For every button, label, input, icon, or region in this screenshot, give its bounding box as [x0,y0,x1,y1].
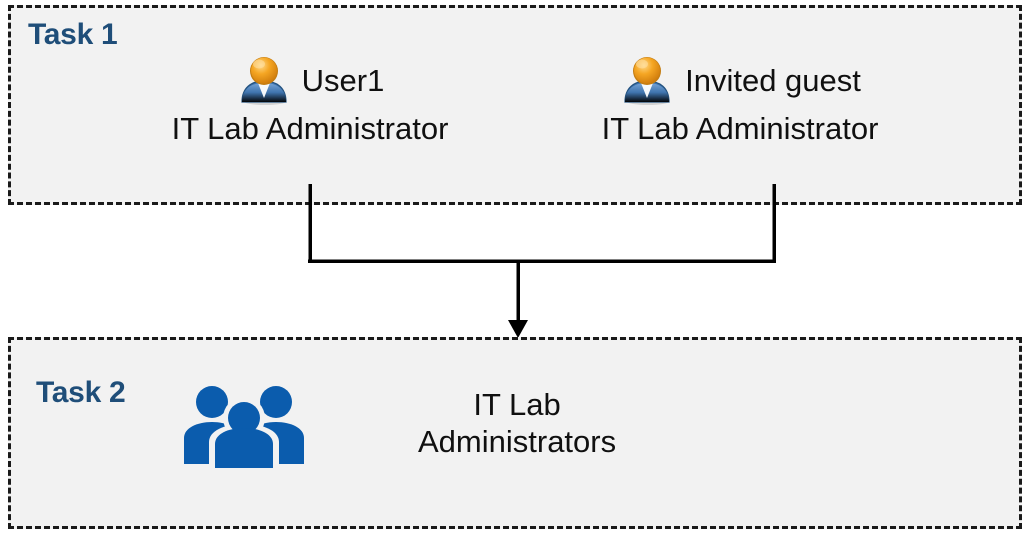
group-name-label: IT Lab Administrators [418,387,617,459]
person-invited-guest-name: Invited guest [685,62,861,98]
task-1-label: Task 1 [28,18,118,51]
user-avatar-icon [236,54,292,106]
task-1-container [8,5,1022,205]
person-user1: User1 IT Lab Administrator [110,52,510,146]
user-group-icon [180,380,308,468]
task-2-label: Task 2 [36,376,126,409]
person-user1-role: IT Lab Administrator [171,111,449,146]
person-invited-guest-role: IT Lab Administrator [601,111,879,146]
person-invited-guest-header: Invited guest [540,52,940,108]
user-avatar-icon [619,54,675,106]
person-user1-name: User1 [301,62,385,98]
person-invited-guest: Invited guest IT Lab Administrator [540,52,940,146]
group-entry: IT Lab Administrators [180,380,800,468]
person-user1-header: User1 [110,52,510,108]
connector-arrowhead [508,320,528,338]
task-2-container [8,337,1022,529]
